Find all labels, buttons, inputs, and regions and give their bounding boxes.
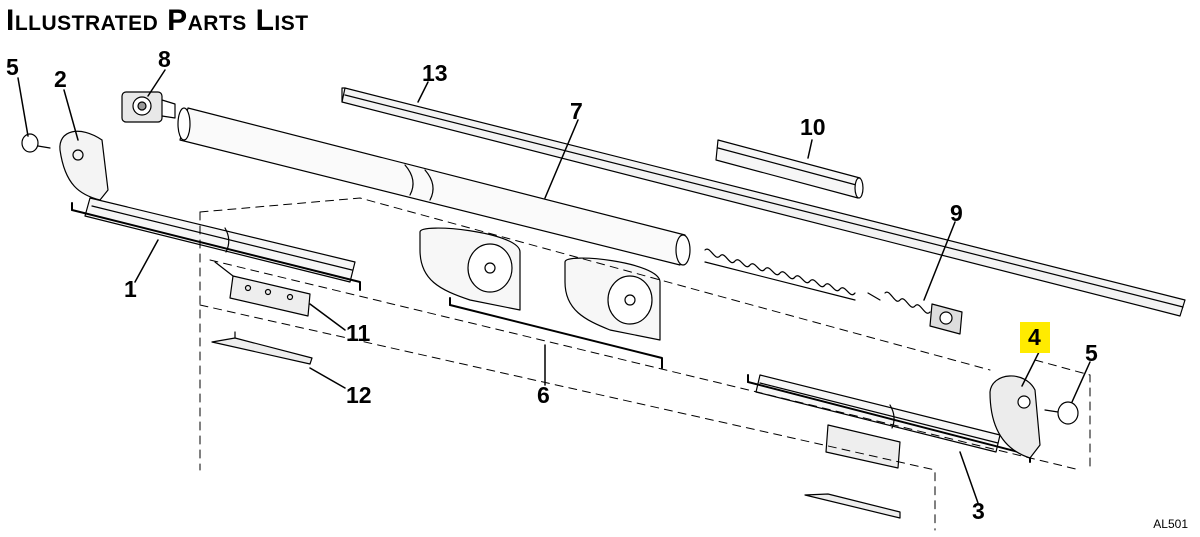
assembly-dashed-lines (199, 197, 1091, 531)
channel-part-10 (715, 139, 864, 199)
left-lead-rail-part-1 (71, 197, 361, 291)
callout-5-right: 5 (1085, 340, 1098, 366)
leader-lines (17, 69, 1091, 504)
callout-13: 13 (422, 60, 448, 86)
callout-12: 12 (346, 382, 372, 408)
page-title: Illustrated Parts List (6, 4, 309, 37)
callout-1: 1 (124, 276, 137, 302)
callout-9: 9 (950, 200, 963, 226)
right-knob-part-5 (1044, 401, 1079, 425)
lower-brackets (804, 424, 901, 519)
callout-3: 3 (972, 498, 985, 524)
spring-part-9 (704, 248, 963, 335)
callout-4-highlighted: 4 (1020, 322, 1050, 353)
left-end-cap-part-2 (59, 130, 109, 201)
roller-tube-part-7 (177, 107, 691, 266)
callout-5-left: 5 (6, 54, 19, 80)
end-mechanism-part-8 (121, 91, 176, 123)
callout-8: 8 (158, 46, 171, 72)
right-end-cap-part-4 (989, 375, 1041, 459)
left-knob-part-5 (21, 133, 51, 153)
callout-11: 11 (346, 320, 371, 346)
callout-7: 7 (570, 98, 583, 124)
drawing-code: AL501 (1153, 517, 1188, 531)
top-rail-part-13 (341, 87, 1186, 317)
callout-2: 2 (54, 66, 67, 92)
arm-assemblies-part-6 (419, 227, 663, 369)
bracket-part-11 (214, 261, 311, 317)
angle-bracket-part-12 (211, 331, 313, 365)
callout-10: 10 (800, 114, 826, 140)
callout-6: 6 (537, 382, 550, 408)
